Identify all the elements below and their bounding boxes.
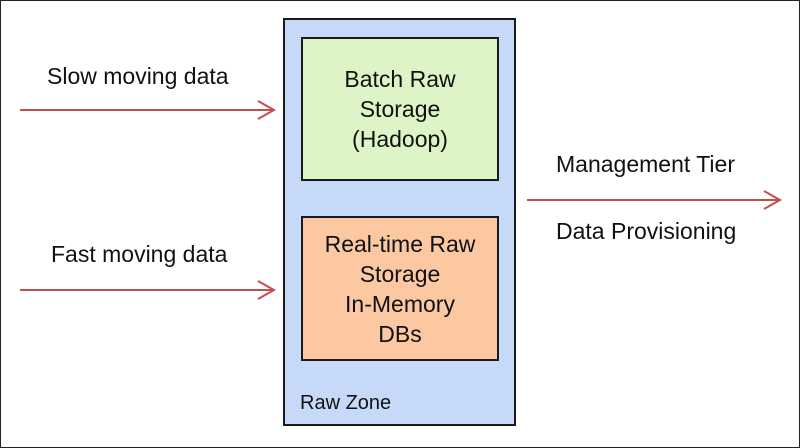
realtime-box-line: DBs <box>378 320 422 347</box>
realtime-raw-storage-box: Real-time Raw Storage In-Memory DBs <box>301 216 499 361</box>
management-tier-label: Management Tier <box>556 151 735 177</box>
raw-zone-label: Raw Zone <box>300 392 392 414</box>
slow-moving-data-label: Slow moving data <box>47 63 229 89</box>
data-provisioning-label: Data Provisioning <box>556 218 737 244</box>
fast-moving-data-label: Fast moving data <box>51 241 228 267</box>
batch-box-line: (Hadoop) <box>352 126 448 152</box>
realtime-box-line: In-Memory <box>345 290 455 317</box>
batch-raw-storage-box: Batch Raw Storage (Hadoop) <box>301 37 499 181</box>
batch-box-line: Storage <box>359 96 441 122</box>
batch-box-line: Batch Raw <box>344 66 456 92</box>
realtime-box-line: Real-time Raw <box>324 230 476 257</box>
realtime-box-line: Storage <box>359 260 441 287</box>
